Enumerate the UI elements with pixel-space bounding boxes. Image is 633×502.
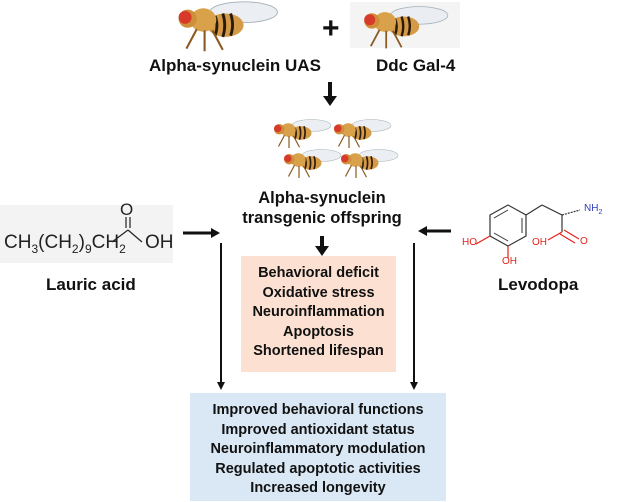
offspring-label-line1: Alpha-synuclein [258, 189, 386, 207]
levodopa-ho-label: HO [462, 237, 477, 248]
offspring-label-line2: transgenic offspring [242, 209, 402, 227]
effect-item: Regulated apoptotic activities [215, 460, 421, 477]
alpha-synuclein-uas-label: Alpha-synuclein UAS [149, 56, 321, 75]
outcome-item: Neuroinflammation [252, 304, 385, 320]
lauric-acid-structure [111, 217, 143, 243]
lauric-acid-formula-main: CH3(CH2)9CH2 [4, 232, 126, 256]
plus-sign: + [322, 12, 340, 45]
lauric-acid-label: Lauric acid [46, 275, 136, 294]
arrow-levodopa-to-offspring [418, 226, 451, 236]
lauric-acid-formula: CH3(CH2)9CH2 [4, 232, 126, 256]
ddc-gal4-label: Ddc Gal-4 [376, 56, 456, 75]
fly-image-alpha-synuclein-uas [177, 0, 279, 53]
levodopa-oh-label-2: OH [532, 237, 547, 248]
lauric-acid-oh: OH [145, 232, 174, 253]
effect-item: Increased longevity [250, 480, 386, 496]
arrow-right-to-effects [410, 243, 418, 390]
treatment-effects-box: Improved behavioral functions Improved a… [190, 393, 446, 501]
offspring-label: Alpha-synuclein transgenic offspring [232, 188, 412, 228]
levodopa-structure [475, 204, 581, 258]
levodopa-oh-label-1: OH [502, 256, 517, 267]
effect-item: Improved behavioral functions [212, 402, 424, 418]
outcome-item: Apoptosis [283, 323, 354, 340]
outcome-item: Oxidative stress [262, 284, 375, 301]
arrow-lauric-acid-to-offspring [183, 228, 220, 238]
outcome-item: Behavioral deficit [258, 265, 379, 281]
arrow-left-to-effects [217, 243, 225, 390]
arrow-parents-to-offspring [323, 82, 337, 106]
effect-item: Improved antioxidant status [221, 421, 415, 438]
offspring-flies-image [273, 118, 399, 179]
arrow-offspring-to-outcomes [315, 236, 329, 256]
levodopa-nh2-label: NH2 [584, 203, 603, 216]
disease-outcomes-box: Behavioral deficit Oxidative stress Neur… [241, 256, 396, 372]
lauric-acid-structure-bg [0, 205, 173, 263]
levodopa-o-label: O [580, 236, 588, 247]
levodopa-label: Levodopa [498, 275, 579, 294]
lauric-acid-o: O [120, 200, 134, 219]
outcome-item: Shortened lifespan [253, 343, 384, 359]
effect-item: Neuroinflammatory modulation [210, 441, 426, 457]
